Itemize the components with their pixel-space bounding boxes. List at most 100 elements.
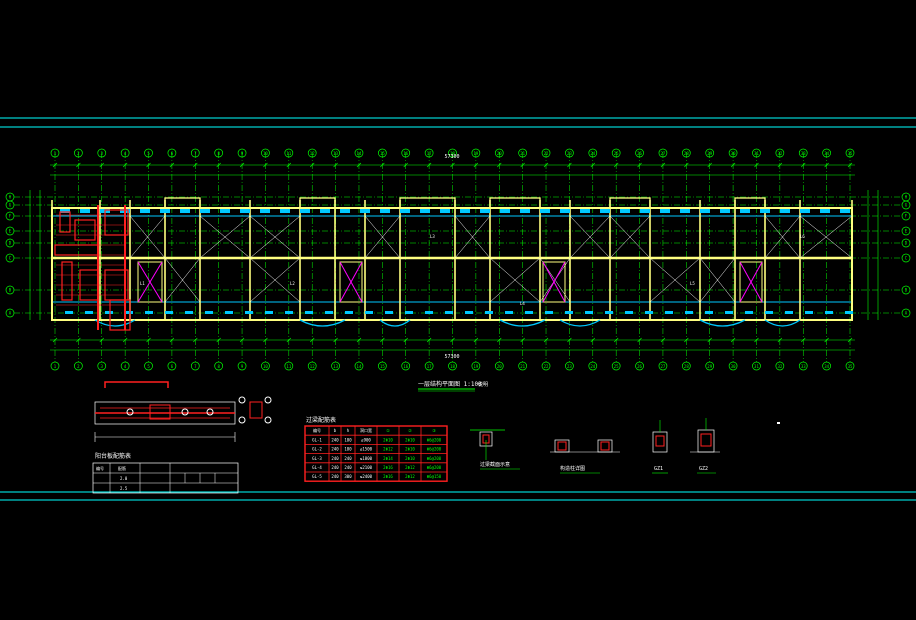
axis-bubble: [471, 148, 481, 158]
axis-label: F: [9, 214, 12, 219]
axis-bubble: [681, 361, 691, 371]
balcony: [164, 197, 201, 209]
beam-stub: [320, 209, 330, 213]
axis-bubble: [50, 361, 60, 371]
beam-stub: [560, 209, 570, 213]
axis-label: 17: [427, 151, 432, 156]
beam-table-cell: ≤2100: [360, 465, 373, 470]
beam-stub: [385, 311, 393, 314]
beam-table-cell: Φ6@200: [427, 465, 442, 470]
beam-stub: [565, 311, 573, 314]
beam-stub: [740, 209, 750, 213]
beam-stub: [665, 311, 673, 314]
beam-table-cell: 180: [344, 437, 352, 442]
axis-bubble: [845, 361, 855, 371]
axis-label: 19: [473, 364, 478, 369]
axis-label: C: [905, 256, 908, 261]
axis-label: C: [9, 256, 12, 261]
beam-table-cell: 2Φ10: [405, 437, 415, 442]
beam-table-cell: ≤1500: [360, 447, 373, 452]
beam-stub: [300, 209, 310, 213]
beam-table-cell: 2Φ16: [383, 474, 393, 479]
beam-stub: [125, 311, 133, 314]
axis-bubble: [97, 148, 107, 158]
beam-stub: [260, 209, 270, 213]
axis-bubble: [635, 148, 644, 158]
axis-bubble: [167, 148, 177, 158]
axis-bubble: [378, 361, 387, 371]
axis-label: 23: [567, 151, 572, 156]
overall-dimension: 57300: [444, 354, 459, 360]
stair-well: [137, 261, 163, 303]
beam-stub: [540, 209, 550, 213]
axis-bubble: [658, 361, 668, 371]
stair-diagonal: [137, 261, 163, 303]
axis-bubble: [401, 361, 411, 371]
beam-stub: [425, 311, 433, 314]
axis-bubble: [705, 148, 715, 158]
beam-stub: [585, 311, 593, 314]
beam-stub: [160, 209, 170, 213]
bay-window: [699, 319, 746, 327]
axis-bubble: [565, 148, 574, 158]
beam-stub: [140, 209, 150, 213]
stair-diagonal: [739, 261, 763, 303]
beam-stub: [185, 311, 193, 314]
axis-label: 32: [777, 364, 782, 369]
axis-bubble: [354, 361, 364, 371]
axis-bubble: [798, 361, 808, 371]
beam-stub: [600, 209, 610, 213]
axis-label: 20: [497, 151, 502, 156]
section-details: 过梁截面示意 构造柱详图 GZ1 GZ2: [470, 418, 780, 474]
beam-table-cell: 240: [344, 465, 352, 470]
beam-table-cell: 240: [344, 456, 352, 461]
overall-dimension-top: 57300: [444, 154, 459, 160]
beam-tag: L1: [140, 281, 145, 286]
beam-stub: [620, 209, 630, 213]
stair-diagonal: [542, 261, 566, 303]
beam-tag: L6: [800, 234, 805, 239]
axis-label: 21: [520, 364, 525, 369]
rebar-detail: [54, 205, 131, 331]
beam-stub: [345, 311, 353, 314]
beam-stub: [200, 209, 210, 213]
axis-label: 5: [147, 364, 150, 369]
beam-stub: [820, 209, 830, 213]
axis-label: 28: [684, 151, 689, 156]
axis-bubble: [144, 361, 153, 371]
balcony-header-1: 配筋: [118, 465, 126, 471]
axis-bubble: [728, 361, 738, 371]
beam-stub: [780, 209, 790, 213]
balcony-cell: 2.5: [120, 486, 128, 491]
beam-table-cell: Φ6@200: [427, 437, 442, 442]
beam-table-header: ①: [386, 428, 390, 433]
beam-table-cell: 2Φ12: [383, 447, 393, 452]
axis-bubble: [752, 148, 761, 158]
axis-label: 24: [590, 364, 595, 369]
axis-bubble: [5, 200, 15, 210]
axis-bubble: [658, 148, 668, 158]
beam-stub: [640, 209, 650, 213]
balcony: [734, 197, 766, 209]
beam-table-cell: GL-5: [312, 474, 322, 479]
beam-stub: [465, 311, 473, 314]
axis-bubble: [378, 148, 387, 158]
axis-bubble: [681, 148, 691, 158]
axis-label: 7: [194, 151, 197, 156]
axis-label: D: [9, 241, 12, 246]
axis-label: 3: [101, 364, 104, 369]
beam-stub: [420, 209, 430, 213]
axis-bubble: [901, 308, 911, 318]
beam-stub: [845, 311, 853, 314]
beam-stub: [360, 209, 370, 213]
axis-label: 12: [310, 364, 315, 369]
axis-label: A: [9, 311, 12, 316]
rebar-outline: [59, 211, 71, 233]
axis-bubble: [822, 361, 831, 371]
axis-bubble: [518, 361, 527, 371]
axis-bubble: [611, 361, 621, 371]
axis-label: 26: [637, 364, 642, 369]
balcony: [299, 197, 336, 209]
axis-bubble: [307, 361, 317, 371]
beam-stub: [285, 311, 293, 314]
